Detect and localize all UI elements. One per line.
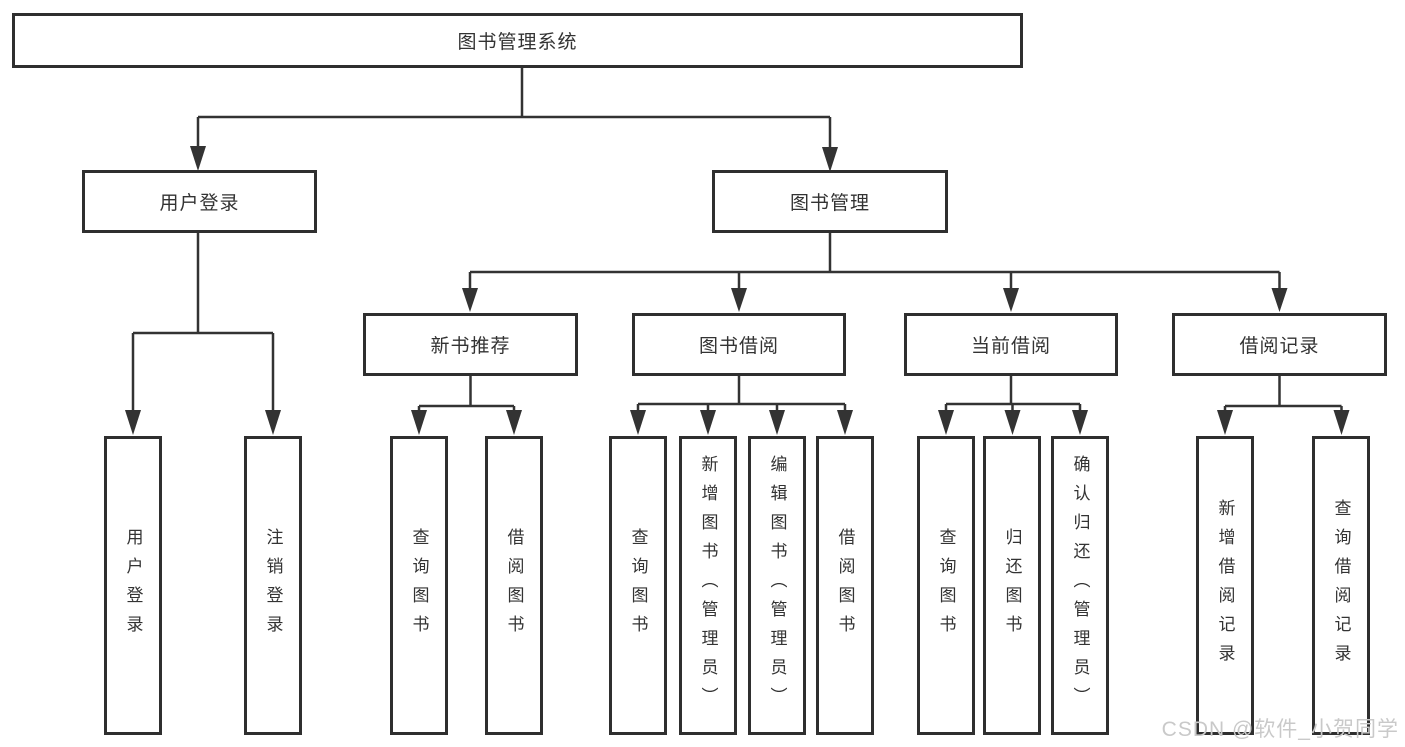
leaf-borrow-edit-books-admin: 编辑图书（管理员） [748, 436, 806, 735]
leaf-label: 新增借阅记录 [1215, 498, 1235, 673]
node-book-management-branch: 图书管理 [712, 170, 948, 233]
node-current-borrow: 当前借阅 [904, 313, 1118, 376]
leaf-current-query-books: 查询图书 [917, 436, 975, 735]
leaf-borrow-add-books-admin: 新增图书（管理员） [679, 436, 737, 735]
node-borrow-record: 借阅记录 [1172, 313, 1387, 376]
node-new-book-recommend: 新书推荐 [363, 313, 578, 376]
leaf-logout: 注销登录 [244, 436, 302, 735]
leaf-current-confirm-return-admin: 确认归还（管理员） [1051, 436, 1109, 735]
leaf-label: 借阅图书 [504, 527, 524, 644]
watermark: CSDN @软件_小贺同学 [1161, 718, 1399, 741]
leaf-label: 查询图书 [628, 527, 648, 644]
node-root-system: 图书管理系统 [12, 13, 1023, 68]
leaf-current-return-books: 归还图书 [983, 436, 1041, 735]
leaf-label: 编辑图书（管理员） [767, 455, 787, 716]
leaf-label: 归还图书 [1002, 527, 1022, 644]
leaf-record-query-record: 查询借阅记录 [1312, 436, 1370, 735]
node-book-borrow: 图书借阅 [632, 313, 846, 376]
leaf-label: 确认归还（管理员） [1070, 455, 1090, 716]
node-user-login-branch: 用户登录 [82, 170, 317, 233]
leaf-label: 注销登录 [263, 527, 283, 644]
leaf-recommend-borrow-books: 借阅图书 [485, 436, 543, 735]
leaf-borrow-borrow-books: 借阅图书 [816, 436, 874, 735]
leaf-borrow-query-books: 查询图书 [609, 436, 667, 735]
leaf-recommend-query-books: 查询图书 [390, 436, 448, 735]
leaf-label: 查询图书 [409, 527, 429, 644]
leaf-label: 用户登录 [123, 527, 143, 644]
leaf-label: 查询图书 [936, 527, 956, 644]
leaf-user-login: 用户登录 [104, 436, 162, 735]
leaf-label: 新增图书（管理员） [698, 455, 718, 716]
leaf-label: 查询借阅记录 [1331, 498, 1351, 673]
leaf-label: 借阅图书 [835, 527, 855, 644]
leaf-record-add-record: 新增借阅记录 [1196, 436, 1254, 735]
